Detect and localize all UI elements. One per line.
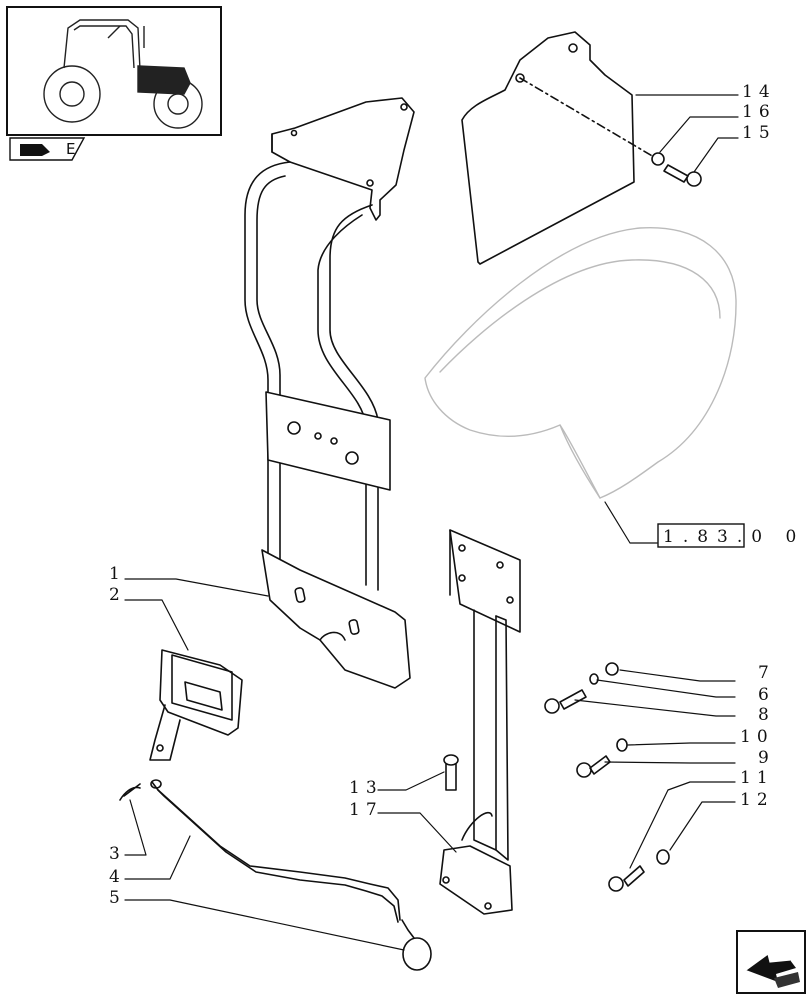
nut-12	[656, 849, 670, 865]
reflector-lamp	[149, 649, 243, 761]
bolt-8	[544, 689, 587, 714]
washer-16	[651, 152, 665, 166]
main-bracket-frame	[244, 97, 415, 689]
callout-12[interactable]: 12	[740, 790, 774, 810]
reference-box[interactable]: 1.83.0 0	[657, 523, 807, 549]
callout-16[interactable]: 16	[742, 102, 776, 122]
washer-6	[589, 673, 599, 685]
vertical-mount-bracket	[439, 529, 521, 915]
callout-17[interactable]: 17	[349, 800, 383, 820]
mudflap-bolt-line	[519, 77, 655, 158]
callout-7[interactable]: 7	[758, 663, 775, 683]
tractor-thumbnail	[6, 6, 222, 136]
callout-13[interactable]: 13	[349, 778, 383, 798]
reference-text: 1.83.0 0	[663, 527, 806, 547]
callout-5[interactable]: 5	[109, 888, 126, 908]
bolt-9	[576, 755, 611, 778]
leader-lines	[124, 94, 739, 951]
bolt-11	[608, 865, 645, 892]
control-rod	[150, 779, 401, 923]
cotter-pin	[119, 783, 141, 801]
tractor-thumbnail-icon	[43, 19, 203, 129]
callout-14[interactable]: 14	[742, 82, 776, 102]
fender-outline	[424, 226, 737, 499]
callout-9[interactable]: 9	[758, 748, 775, 768]
callout-8[interactable]: 8	[758, 705, 775, 725]
callout-6[interactable]: 6	[758, 685, 775, 705]
rod-knob	[402, 937, 432, 971]
washer-10	[616, 738, 628, 752]
bolt-13	[443, 754, 459, 791]
washer-7	[605, 662, 619, 676]
mudflap-plate	[461, 31, 635, 265]
callout-1[interactable]: 1	[109, 564, 126, 584]
next-page-button[interactable]	[736, 930, 806, 994]
callout-15[interactable]: 15	[742, 123, 776, 143]
callout-10[interactable]: 10	[740, 727, 774, 747]
callout-2[interactable]: 2	[109, 585, 126, 605]
callout-3[interactable]: 3	[109, 844, 126, 864]
thumbnail-tag-label: E	[66, 140, 76, 158]
next-page-arrow-icon	[745, 952, 800, 988]
reference-frame	[657, 523, 745, 548]
bolt-15	[663, 164, 702, 187]
callout-4[interactable]: 4	[109, 867, 126, 887]
callout-11[interactable]: 11	[740, 768, 774, 788]
thumbnail-tag	[9, 137, 86, 161]
